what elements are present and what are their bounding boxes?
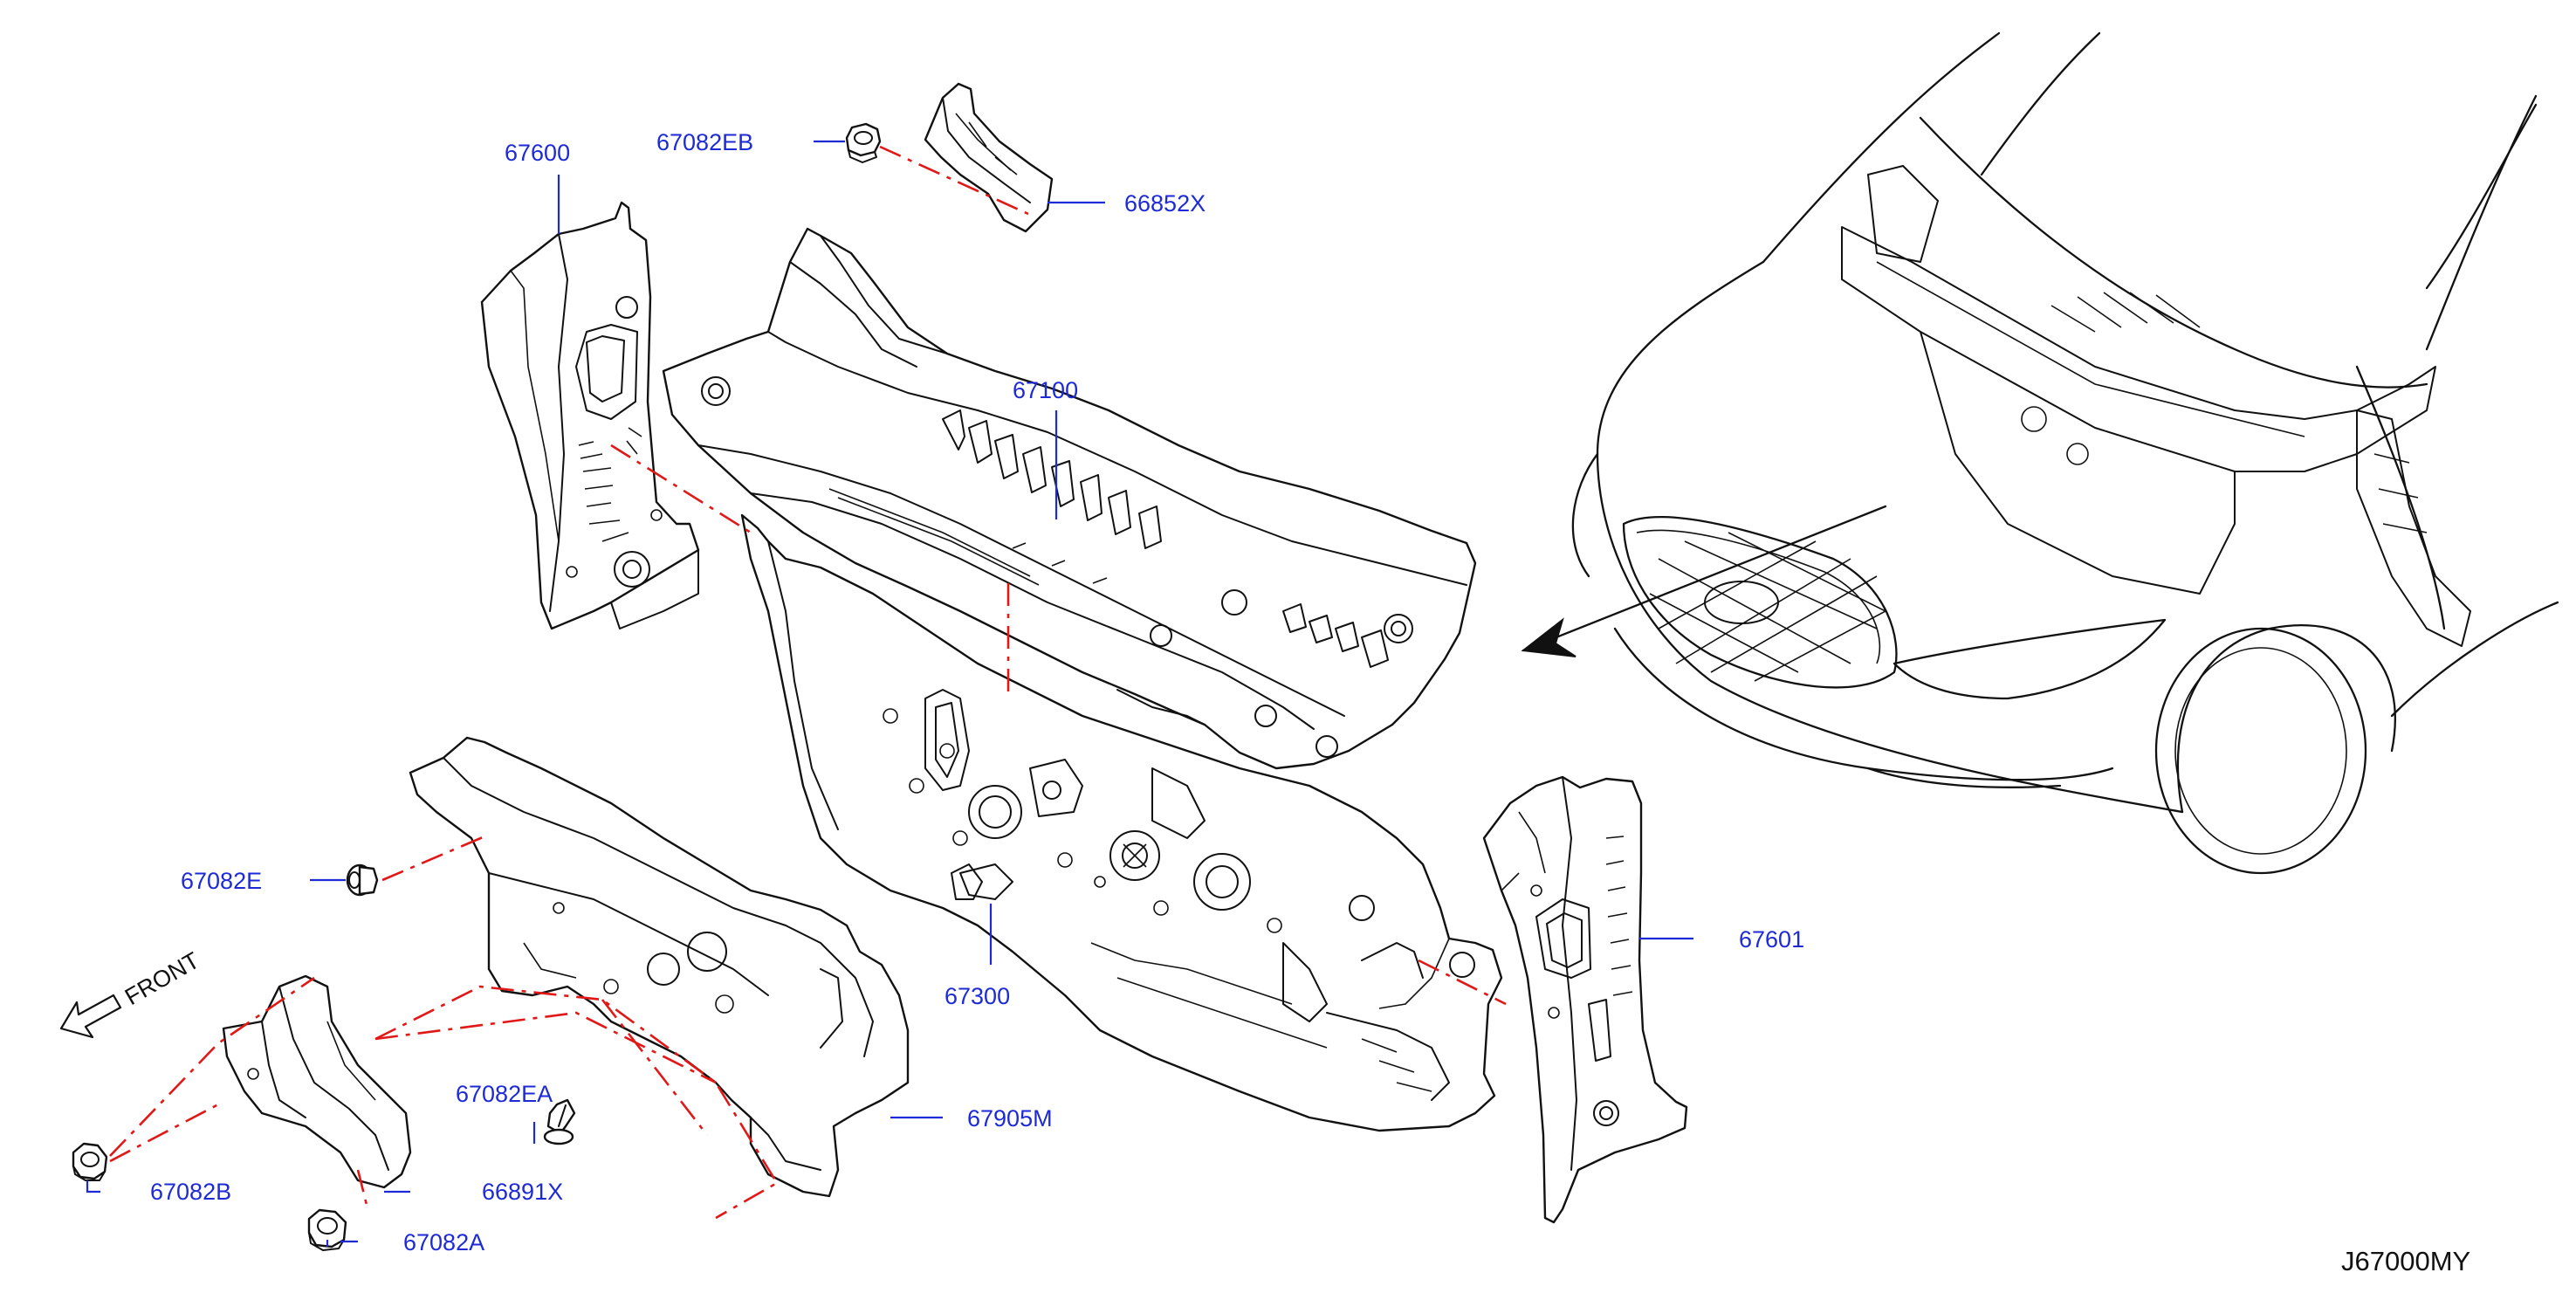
part-67082EB-nut [845,122,882,163]
part-67082EA-clip [543,1098,576,1145]
vehicle-cowl-detail [1841,165,2471,647]
part-67082E-clip [346,863,379,897]
part-66891X-insulator [222,974,412,1189]
callout-67600: 67600 [505,140,570,166]
callout-66852X: 66852X [1124,190,1206,217]
part-67600-dash-side-left [480,201,700,630]
callout-66891X: 66891X [482,1179,563,1205]
part-67601-dash-side-right [1482,775,1688,1224]
callout-67100: 67100 [1013,377,1078,403]
cowl-vent-slots [942,409,1162,549]
callout-67300: 67300 [945,983,1010,1009]
part-67082B-nut [72,1142,108,1181]
callout-67082EB: 67082EB [656,129,753,155]
vehicle-locator-illustration [1521,31,2559,875]
part-67100-cowl-top [662,227,1477,770]
callout-67082B: 67082B [150,1179,231,1205]
front-direction-arrow: FRONT [59,947,204,1039]
part-67300-dash-lower [740,513,1503,1132]
callout-67082E: 67082E [181,868,262,894]
callout-67082EA: 67082EA [456,1081,553,1107]
part-67082A-nut [307,1208,347,1251]
callout-67905M: 67905M [967,1105,1053,1131]
front-label: FRONT [120,947,204,1010]
part-67905M-insulator [409,736,910,1198]
callout-leaders [86,140,1693,1247]
callout-67082A: 67082A [403,1229,484,1255]
diagram-code: J67000MY [2341,1246,2470,1276]
part-66852X-bracket [924,82,1054,233]
assembly-dash-lines [109,145,1507,1220]
callout-67601: 67601 [1739,926,1804,953]
callout-labels: 67600 67082EB 66852X 67100 67082E 67300 … [150,129,1804,1255]
